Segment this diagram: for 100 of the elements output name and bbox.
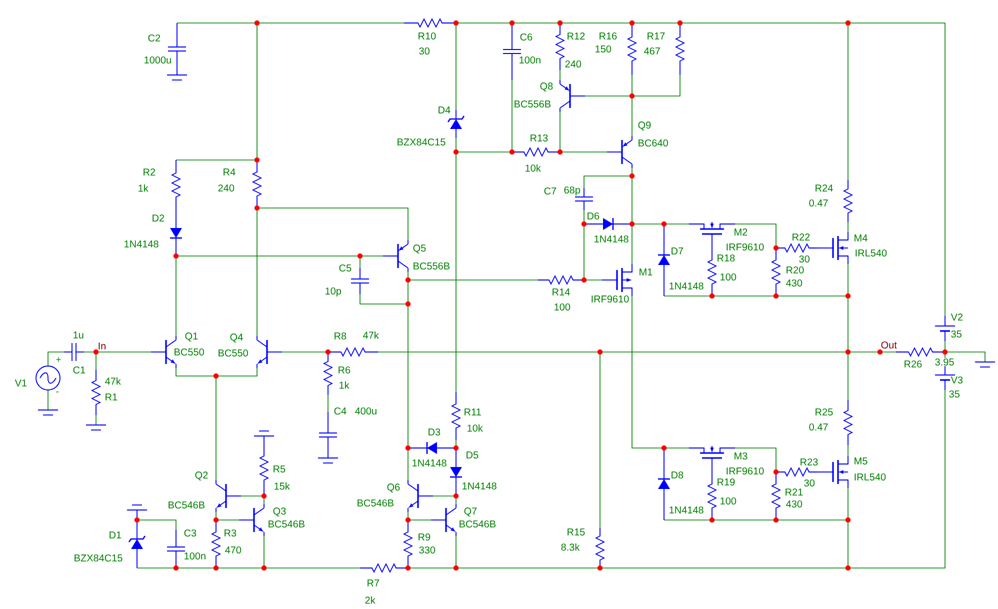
component-label: R14 (551, 288, 571, 296)
component-label: BC640 (637, 138, 669, 148)
component-label: R24 (814, 184, 834, 192)
component-label: IRF9610 (725, 242, 765, 252)
component-label: 1k (338, 380, 350, 390)
component-label: 100 (719, 496, 738, 506)
component-label: R18 (716, 254, 736, 262)
component-label: 1N4148 (461, 482, 498, 490)
component-label: 30 (803, 478, 816, 488)
component-label: Q4 (229, 333, 244, 343)
component-label: C3 (183, 528, 198, 538)
component-label: BC550 (173, 348, 205, 356)
component-label: 100n (518, 56, 542, 64)
component-label: C5 (338, 264, 352, 272)
component-label: 3.95 (934, 358, 955, 366)
net-label: In (97, 342, 107, 350)
component-label: R22 (791, 232, 811, 242)
component-label: IRL540 (854, 248, 888, 258)
component-label: M3 (733, 452, 748, 460)
component-label: R7 (366, 579, 380, 587)
component-label: R12 (566, 32, 586, 40)
component-label: BC550 (217, 348, 249, 358)
component-label: 10k (524, 164, 542, 172)
component-label: 430 (785, 500, 804, 508)
component-label: 35 (950, 330, 962, 338)
component-label: IRL540 (853, 472, 887, 482)
component-label: 47k (104, 376, 122, 386)
component-label: 10k (466, 424, 484, 432)
polarity-mark: + (55, 356, 62, 364)
component-label: M2 (733, 228, 748, 236)
component-label: 1N4148 (668, 506, 704, 514)
component-label: 240 (564, 60, 582, 68)
component-label: D3 (427, 428, 442, 436)
component-label: R8 (333, 332, 348, 340)
polarity-mark: - (55, 391, 60, 395)
component-label: BC556B (412, 262, 451, 270)
component-label: 47k (362, 330, 380, 340)
component-label: 1000u (143, 56, 172, 64)
component-label: D2 (151, 214, 166, 222)
component-label: M5 (853, 456, 868, 466)
component-label: V2 (950, 312, 964, 322)
component-label: 8.3k (560, 542, 580, 552)
component-label: 2k (364, 596, 376, 604)
component-label: R20 (785, 266, 805, 274)
component-label: R6 (337, 366, 352, 374)
component-label: 1N4148 (668, 282, 704, 290)
component-label: Q8 (539, 82, 554, 92)
component-label: R9 (417, 532, 432, 542)
component-label: BC546B (267, 520, 306, 528)
component-label: IRF9610 (590, 294, 630, 304)
component-label: 10p (324, 286, 342, 298)
component-label: 330 (418, 546, 436, 554)
component-label: V3 (950, 376, 964, 384)
component-label: BC546B (167, 500, 206, 510)
component-label: R4 (222, 168, 236, 176)
component-label: R19 (716, 478, 736, 486)
component-label: C1 (72, 366, 86, 374)
component-label: R11 (463, 408, 482, 416)
component-label: R13 (529, 134, 549, 142)
component-label: IRF9610 (725, 466, 765, 476)
component-label: Q5 (412, 244, 427, 254)
component-label: Q3 (272, 507, 287, 517)
component-label: Q6 (386, 483, 401, 493)
component-label: 1N4148 (593, 234, 630, 244)
component-label: Q2 (194, 471, 209, 481)
component-label: R10 (417, 32, 437, 40)
component-label: 1N4148 (411, 458, 448, 468)
component-label: R2 (142, 168, 156, 176)
component-label: BC546B (356, 498, 395, 508)
component-label: D1 (108, 531, 122, 539)
component-label: D4 (437, 106, 452, 114)
component-label: BZX84C15 (396, 138, 446, 146)
component-label: D6 (586, 212, 600, 220)
component-label: 68p (563, 186, 582, 196)
component-label: M1 (638, 268, 654, 276)
component-label: 100 (719, 272, 738, 282)
component-label: 30 (418, 46, 430, 56)
component-label: V1 (14, 379, 28, 387)
component-label: R25 (814, 408, 834, 416)
component-label: 430 (785, 278, 804, 288)
component-label: R1 (104, 393, 118, 401)
component-label: Q9 (637, 121, 652, 131)
component-label: R5 (272, 464, 286, 474)
component-label: 1N4148 (123, 240, 160, 248)
component-label: D5 (465, 450, 480, 460)
component-label: BZX84C15 (73, 554, 124, 562)
component-label: Q1 (184, 332, 199, 342)
component-label: C6 (519, 32, 534, 42)
component-label: 1u (72, 330, 84, 340)
component-label: R17 (646, 32, 666, 40)
component-label: C4 (333, 406, 348, 416)
component-label: D8 (670, 470, 684, 480)
component-label: R15 (566, 528, 586, 536)
component-label: 150 (594, 44, 612, 54)
component-label: 1k (137, 184, 149, 192)
component-label: 0.47 (808, 422, 829, 432)
component-label: 35 (948, 390, 960, 398)
component-label: 100 (553, 302, 572, 312)
component-label: 15k (273, 482, 290, 490)
component-label: 400u (354, 406, 378, 416)
